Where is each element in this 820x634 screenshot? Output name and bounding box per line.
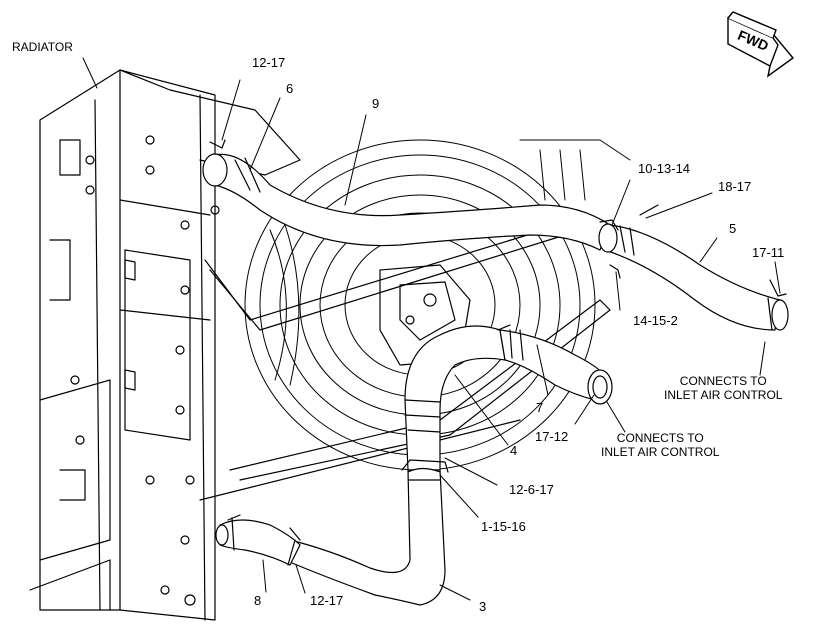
callout-12-17-top: 12-17 bbox=[252, 55, 286, 70]
note-upper-line2: INLET AIR CONTROL bbox=[664, 387, 783, 402]
callout-8: 8 bbox=[254, 593, 262, 608]
note-connects-upper: CONNECTS TO INLET AIR CONTROL bbox=[664, 374, 783, 403]
callout-3: 3 bbox=[479, 599, 487, 614]
hose-3 bbox=[284, 467, 446, 606]
leader-lines bbox=[82, 57, 781, 601]
hose-7 bbox=[499, 329, 613, 405]
callout-17-11: 17-11 bbox=[752, 245, 785, 260]
hose-9 bbox=[202, 153, 611, 251]
radiator-frame bbox=[29, 69, 220, 621]
callout-10-13-14: 10-13-14 bbox=[638, 161, 691, 176]
fwd-arrow-icon bbox=[727, 11, 795, 78]
callout-14-15-2: 14-15-2 bbox=[633, 313, 678, 328]
note-connects-lower: CONNECTS TO INLET AIR CONTROL bbox=[601, 431, 720, 460]
hose-5 bbox=[598, 223, 789, 331]
note-lower-line2: INLET AIR CONTROL bbox=[601, 444, 720, 459]
radiator-label: RADIATOR bbox=[12, 40, 73, 54]
note-upper-line1: CONNECTS TO bbox=[679, 374, 767, 388]
clamps bbox=[209, 139, 787, 541]
callout-4: 4 bbox=[510, 443, 518, 458]
note-lower-line1: CONNECTS TO bbox=[616, 431, 704, 445]
callout-6: 6 bbox=[286, 81, 294, 96]
callout-1-15-16: 1-15-16 bbox=[481, 519, 526, 534]
callout-5: 5 bbox=[729, 221, 737, 236]
callout-18-17: 18-17 bbox=[718, 179, 752, 194]
callout-7: 7 bbox=[536, 400, 544, 415]
callout-9: 9 bbox=[372, 96, 380, 111]
callout-17-12: 17-12 bbox=[535, 429, 569, 444]
upper-brace bbox=[204, 224, 561, 321]
callout-12-6-17: 12-6-17 bbox=[509, 482, 554, 497]
hose-8 bbox=[215, 517, 301, 566]
callout-12-17-bottom: 12-17 bbox=[310, 593, 344, 608]
